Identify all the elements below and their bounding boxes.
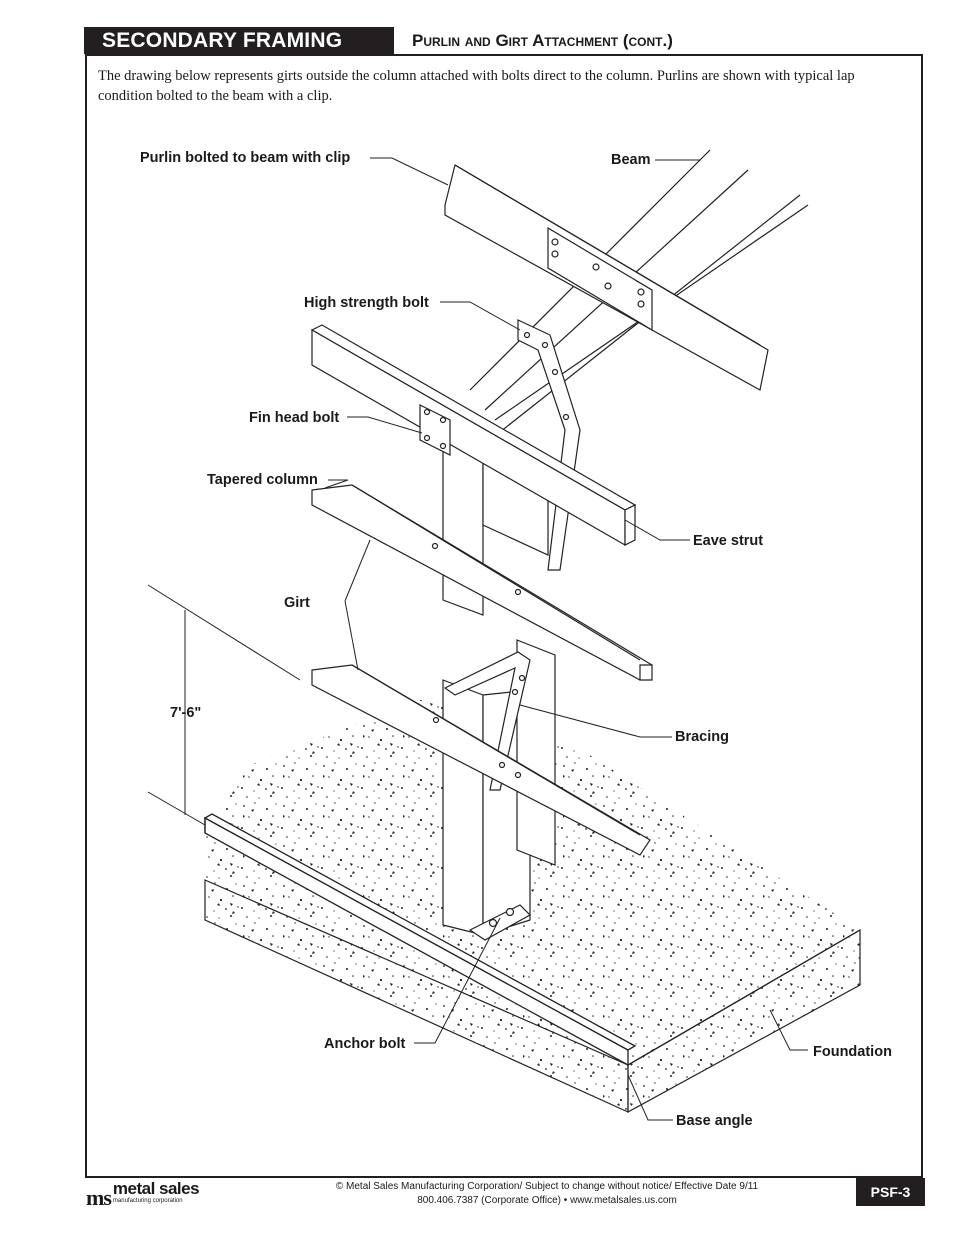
label-high-strength-bolt: High strength bolt <box>304 295 429 311</box>
foundation-slab <box>204 700 861 1114</box>
footer-text: © Metal Sales Manufacturing Corporation/… <box>300 1180 794 1208</box>
logo-name: metal sales <box>112 1179 200 1198</box>
label-anchor-bolt: Anchor bolt <box>324 1036 406 1052</box>
label-purlin: Purlin bolted to beam with clip <box>140 150 350 166</box>
page-number: PSF-3 <box>870 1184 911 1200</box>
intro-paragraph: The drawing below represents girts outsi… <box>98 68 855 104</box>
label-bracing: Bracing <box>675 729 729 745</box>
label-fin-head-bolt: Fin head bolt <box>249 410 339 426</box>
eave-strut <box>310 324 637 547</box>
label-girt: Girt <box>284 595 310 611</box>
leader-lines <box>324 157 808 1121</box>
label-eave-strut: Eave strut <box>693 533 763 549</box>
footer-copyright: © Metal Sales Manufacturing Corporation/… <box>335 1181 759 1192</box>
label-base-angle: Base angle <box>676 1113 753 1129</box>
header-bar <box>84 27 394 54</box>
label-beam: Beam <box>611 152 651 168</box>
logo-mark: ms <box>86 1185 112 1210</box>
page-number-box <box>856 1178 925 1206</box>
dimension <box>147 584 301 826</box>
label-dimension: 7'-6" <box>170 705 201 721</box>
company-logo: ms metal sales manufacturing corporation <box>86 1179 200 1210</box>
content-frame <box>85 54 923 1178</box>
girt-upper <box>311 484 653 681</box>
base-angle <box>203 813 637 1067</box>
label-foundation: Foundation <box>813 1044 892 1060</box>
girt-lower <box>311 664 651 856</box>
logo-subtitle: manufacturing corporation <box>112 1198 183 1204</box>
footer-contact: 800.406.7387 (Corporate Office) • www.me… <box>417 1195 677 1206</box>
base-plate <box>468 904 531 941</box>
page-title: Purlin and Girt Attachment (cont.) <box>412 31 673 50</box>
section-title: SECONDARY FRAMING <box>102 29 343 52</box>
label-tapered-column: Tapered column <box>207 472 318 488</box>
bracing <box>443 639 556 866</box>
purlin <box>444 164 769 391</box>
